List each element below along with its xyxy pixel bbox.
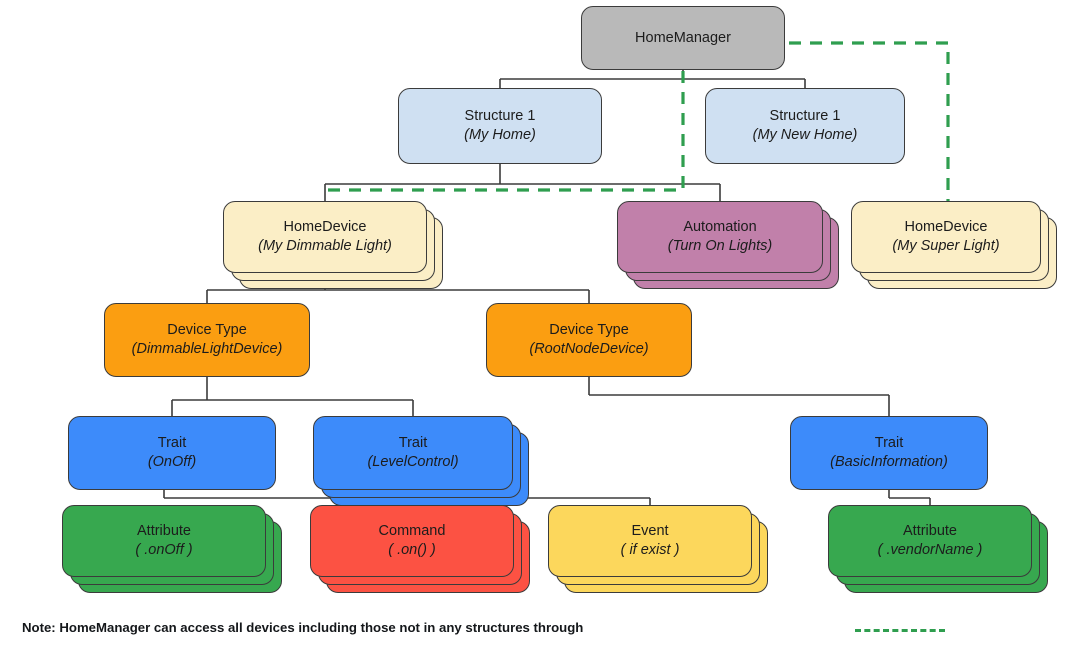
node-automation-turn-on-lights[interactable]: Automation (Turn On Lights) xyxy=(617,201,823,273)
node-trait-basicinformation[interactable]: Trait (BasicInformation) xyxy=(790,416,988,490)
node-label: Structure 1 xyxy=(464,108,536,125)
node-sublabel: (OnOff) xyxy=(147,454,197,470)
node-command-on[interactable]: Command ( .on() ) xyxy=(310,505,514,577)
node-label: Attribute xyxy=(903,523,957,540)
node-sublabel: (RootNodeDevice) xyxy=(529,341,649,357)
node-sublabel: (Turn On Lights) xyxy=(667,238,773,254)
node-label: Event xyxy=(631,523,669,540)
node-label: Trait xyxy=(157,435,187,452)
node-attribute-vendorname[interactable]: Attribute ( .vendorName ) xyxy=(828,505,1032,577)
diagram-note: Note: HomeManager can access all devices… xyxy=(22,620,584,635)
node-device-type-dimmable[interactable]: Device Type (DimmableLightDevice) xyxy=(104,303,310,377)
legend-dashed-line xyxy=(855,629,945,632)
node-structure-my-home[interactable]: Structure 1 (My Home) xyxy=(398,88,602,164)
node-label: HomeDevice xyxy=(283,219,367,236)
node-structure-my-new-home[interactable]: Structure 1 (My New Home) xyxy=(705,88,905,164)
node-sublabel: (My Home) xyxy=(464,127,536,143)
node-trait-onoff[interactable]: Trait (OnOff) xyxy=(68,416,276,490)
node-label: Device Type xyxy=(549,322,629,339)
node-sublabel: ( if exist ) xyxy=(620,542,680,558)
node-sublabel: (My Dimmable Light) xyxy=(258,238,392,254)
node-label: Attribute xyxy=(137,523,191,540)
node-device-my-super-light[interactable]: HomeDevice (My Super Light) xyxy=(851,201,1041,273)
node-trait-levelcontrol[interactable]: Trait (LevelControl) xyxy=(313,416,513,490)
node-sublabel: ( .on() ) xyxy=(388,542,436,558)
node-label: Device Type xyxy=(167,322,247,339)
node-label: HomeDevice xyxy=(904,219,988,236)
node-sublabel: (My Super Light) xyxy=(892,238,1000,254)
node-device-type-rootnode[interactable]: Device Type (RootNodeDevice) xyxy=(486,303,692,377)
node-sublabel: ( .vendorName ) xyxy=(877,542,983,558)
node-sublabel: (DimmableLightDevice) xyxy=(131,341,283,357)
node-label: HomeManager xyxy=(635,29,731,46)
node-label: Trait xyxy=(874,435,904,452)
node-attribute-onoff[interactable]: Attribute ( .onOff ) xyxy=(62,505,266,577)
node-sublabel: ( .onOff ) xyxy=(135,542,193,558)
node-label: Automation xyxy=(683,219,757,236)
node-device-my-dimmable-light[interactable]: HomeDevice (My Dimmable Light) xyxy=(223,201,427,273)
node-sublabel: (BasicInformation) xyxy=(830,454,948,470)
node-label: Command xyxy=(378,523,446,540)
node-label: Structure 1 xyxy=(769,108,841,125)
node-sublabel: (My New Home) xyxy=(752,127,858,143)
node-sublabel: (LevelControl) xyxy=(367,454,459,470)
node-event-if-exist[interactable]: Event ( if exist ) xyxy=(548,505,752,577)
node-label: Trait xyxy=(398,435,428,452)
node-home-manager[interactable]: HomeManager xyxy=(581,6,785,70)
